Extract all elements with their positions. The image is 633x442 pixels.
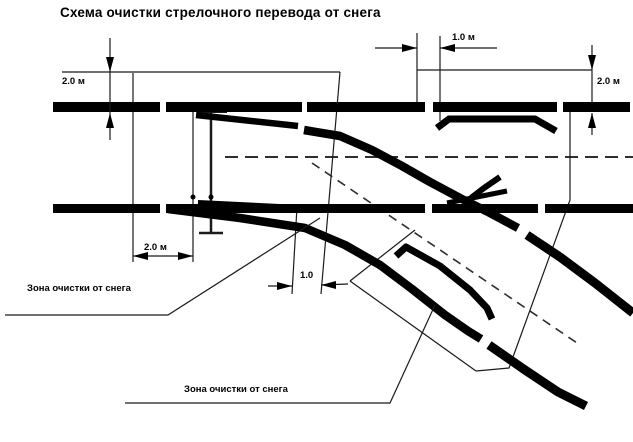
- arrow-left-icon: [133, 252, 148, 260]
- lower-closure-rail: [167, 204, 484, 343]
- right-zone-right-boundary: [475, 112, 571, 372]
- upper-point-blade: [195, 111, 299, 130]
- frog-wing-hook: [469, 174, 502, 201]
- zone-label-left: Зона очистки от снега: [5, 217, 321, 316]
- arrow-right-icon: [178, 252, 193, 260]
- arrow-up-icon: [588, 113, 596, 128]
- dimension-bottom-center: 1.0: [268, 270, 349, 290]
- dim-label: 2.0 м: [144, 242, 167, 253]
- zone-label-bottom: Зона очистки от снега: [125, 304, 436, 404]
- leader-line: [5, 217, 321, 316]
- diverging-zone-left-edge: [349, 229, 416, 282]
- dim-label: 2.0 м: [62, 76, 85, 87]
- zone-label-text: Зона очистки от снега: [27, 283, 132, 294]
- arrow-left-icon: [321, 281, 336, 289]
- frog-extension-line: [291, 206, 298, 295]
- diagram-title: Схема очистки стрелочного перевода от сн…: [60, 5, 381, 20]
- guard-rails: [393, 115, 558, 321]
- diverging-zone-bottom-edge: [349, 280, 477, 372]
- dim-label: 1.0: [300, 270, 313, 281]
- arrow-left-icon: [440, 44, 455, 52]
- diverging-guard-rail: [393, 243, 496, 321]
- upper-closure-rail: [303, 125, 521, 232]
- arrow-right-icon: [402, 44, 417, 52]
- rod-joint-right: [208, 194, 214, 200]
- diverging-centerline-dashed: [311, 162, 581, 346]
- arrow-down-icon: [106, 57, 114, 72]
- frog-crossing: [446, 174, 508, 206]
- lower-point-blade: [197, 200, 301, 209]
- dimension-left-vertical: 2.0 м: [62, 38, 114, 140]
- dimension-bottom-left: 2.0 м: [133, 242, 193, 260]
- dim-label: 1.0 м: [452, 32, 475, 43]
- diverging-route-rails: [167, 125, 633, 411]
- track-centerlines: [225, 156, 633, 346]
- frog-nose-wedge: [446, 188, 508, 206]
- cleaning-zone-boundaries: [62, 33, 592, 372]
- upper-diverging-rail: [524, 231, 633, 317]
- dimension-top-center: 1.0 м: [375, 32, 497, 52]
- rod-joint-left: [190, 194, 196, 200]
- arrow-up-icon: [106, 113, 114, 128]
- lower-diverging-rail: [486, 341, 589, 411]
- straight-guard-rail: [434, 115, 558, 135]
- switch-blades: [195, 111, 301, 209]
- leader-line: [125, 304, 436, 404]
- dim-label: 2.0 м: [597, 76, 620, 87]
- zone-label-text: Зона очистки от снега: [184, 384, 289, 395]
- dimension-right-vertical: 2.0 м: [588, 45, 620, 135]
- arrow-down-icon: [588, 55, 596, 70]
- arrow-right-icon: [277, 282, 292, 290]
